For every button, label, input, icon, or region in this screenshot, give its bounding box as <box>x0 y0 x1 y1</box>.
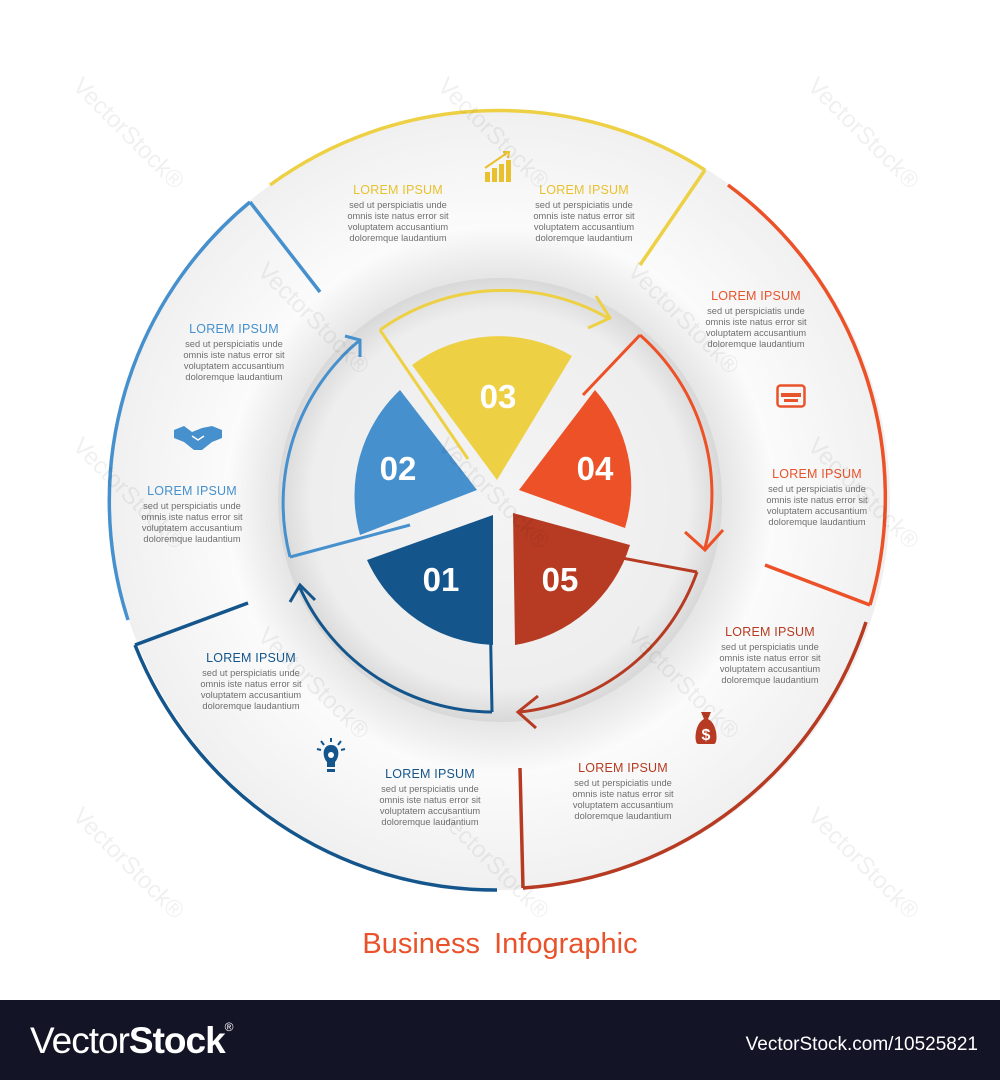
money-bag-icon: $ <box>695 712 717 744</box>
outer-arcs <box>107 108 888 892</box>
segment-number-03: 03 <box>479 378 517 415</box>
pie-chart <box>354 336 632 645</box>
pie-segment-02[interactable] <box>354 390 477 535</box>
block-heading: LOREM IPSUM <box>353 183 443 197</box>
block-heading: LOREM IPSUM <box>711 289 801 303</box>
infographic-title: Business Infographic <box>362 928 638 960</box>
segment-number-02: 02 <box>379 450 417 487</box>
segment-number-05: 05 <box>541 561 579 598</box>
block-heading: LOREM IPSUM <box>578 761 668 775</box>
inner-disc <box>278 278 722 722</box>
logo-bold-text: Stock <box>128 1020 226 1061</box>
pie-segment-05[interactable] <box>513 513 630 645</box>
pie-segment-04[interactable] <box>519 390 632 528</box>
block-heading: LOREM IPSUM <box>206 651 296 665</box>
infographic: 03 04 05 01 02 LOREM IPSUM sed ut perspi… <box>67 73 924 925</box>
block-heading: LOREM IPSUM <box>385 767 475 781</box>
credit-card-icon <box>776 384 806 408</box>
logo-light-text: Vector <box>30 1020 130 1061</box>
lightbulb-icon <box>316 738 346 772</box>
registered-mark: ® <box>224 1020 234 1034</box>
pie-segment-03[interactable] <box>412 336 572 480</box>
footer-bar: VectorStock® VectorStock.com/10525821 <box>0 1000 1000 1080</box>
block-heading: LOREM IPSUM <box>147 484 237 498</box>
block-heading: LOREM IPSUM <box>539 183 629 197</box>
pie-segment-01[interactable] <box>367 515 493 645</box>
circular-diagram <box>107 108 890 892</box>
bar-chart-growth-icon <box>484 151 511 182</box>
svg-text:$: $ <box>702 727 711 744</box>
segment-number-04: 04 <box>576 450 614 487</box>
block-heading: LOREM IPSUM <box>189 322 279 336</box>
image-url[interactable]: VectorStock.com/10525821 <box>745 1034 978 1055</box>
block-heading: LOREM IPSUM <box>725 625 815 639</box>
handshake-icon <box>174 426 222 450</box>
inner-arcs <box>281 288 725 730</box>
block-heading: LOREM IPSUM <box>772 467 862 481</box>
vectorstock-logo[interactable]: VectorStock® <box>30 1020 233 1062</box>
segment-number-01: 01 <box>422 561 460 598</box>
